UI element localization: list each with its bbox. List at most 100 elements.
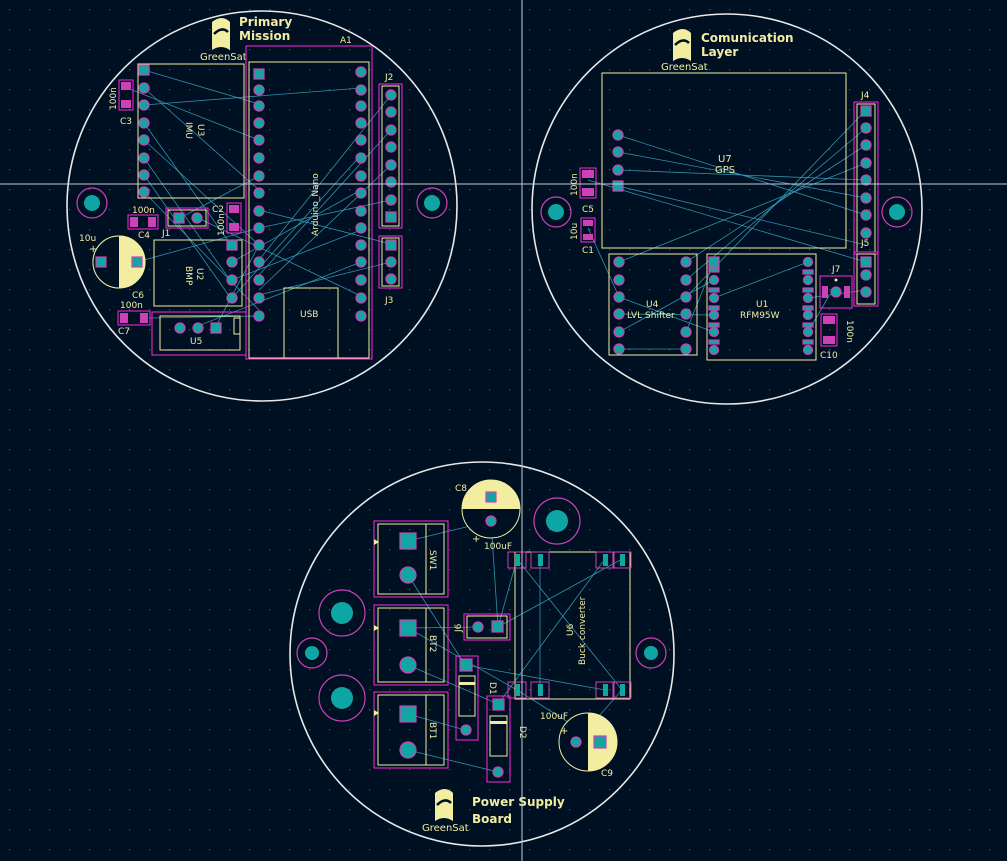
bt2-battery-holder[interactable]: BT2 bbox=[373, 604, 449, 686]
u3-imu-module[interactable]: U3 IMU bbox=[137, 63, 245, 199]
power-mount-hole-right bbox=[635, 637, 667, 669]
d1-diode[interactable]: D1 bbox=[455, 655, 497, 741]
j2-connector[interactable]: J2 bbox=[378, 73, 403, 229]
u7-gps-module[interactable]: U7 GPS bbox=[601, 72, 847, 249]
j6-connector[interactable]: J6 bbox=[454, 613, 511, 641]
comm-logo-text: GreenSat bbox=[661, 62, 708, 73]
u6-buck-converter[interactable]: U6 Buck converter bbox=[507, 551, 632, 700]
comm-title-line2: Layer bbox=[701, 45, 738, 59]
c5-ref: C5 bbox=[582, 205, 594, 215]
u6-ref: U6 bbox=[566, 623, 576, 636]
c6-value: 10u bbox=[79, 234, 96, 244]
c5-capacitor[interactable]: C5 100n bbox=[570, 167, 597, 215]
j5-connector[interactable]: J5 bbox=[853, 239, 879, 307]
c2-capacitor[interactable]: C2 100n bbox=[212, 202, 242, 236]
a1-arduino-nano[interactable]: A1 Arduino_Nano USB bbox=[245, 36, 373, 360]
u4-level-shifter[interactable]: U4 LVL Shifter bbox=[608, 253, 698, 356]
j7-ref: J7 bbox=[831, 265, 840, 275]
j7-connector[interactable]: J7 bbox=[819, 265, 853, 309]
u2-ref: U2 bbox=[194, 268, 204, 280]
bt2-ref: BT2 bbox=[427, 635, 437, 652]
u3-value: IMU bbox=[183, 122, 193, 139]
c6-ref: C6 bbox=[132, 291, 144, 301]
c9-ref: C9 bbox=[601, 769, 613, 779]
u2-value: BMP bbox=[183, 266, 193, 286]
c3-capacitor[interactable]: C3 100n bbox=[109, 79, 134, 127]
d1-ref: D1 bbox=[487, 682, 497, 695]
comm-mount-hole-left bbox=[540, 196, 572, 228]
u1-rfm95w-module[interactable]: U1 RFM95W bbox=[706, 253, 817, 361]
power-standoff-top-left bbox=[318, 589, 366, 637]
greensat-logo bbox=[673, 29, 691, 61]
power-supply-board[interactable]: Power Supply Board GreenSat bbox=[289, 461, 675, 847]
j2-ref: J2 bbox=[384, 73, 393, 83]
greensat-logo bbox=[212, 18, 230, 50]
j3-connector[interactable]: J3 bbox=[378, 235, 403, 306]
u4-value: LVL Shifter bbox=[627, 311, 675, 321]
u1-ref: U1 bbox=[756, 300, 768, 310]
c6-electrolytic-capacitor[interactable]: + 10u C6 bbox=[79, 234, 146, 301]
c4-value: 100n bbox=[132, 206, 155, 216]
power-title-line2: Board bbox=[472, 812, 512, 826]
c10-ref: C10 bbox=[820, 351, 838, 361]
sw1-switch[interactable]: SW1 bbox=[373, 520, 449, 598]
c8-plus: + bbox=[472, 534, 480, 545]
c10-capacitor[interactable]: C10 100n bbox=[820, 313, 854, 361]
j3-ref: J3 bbox=[384, 296, 393, 306]
j5-ref: J5 bbox=[860, 239, 869, 249]
c8-electrolytic-capacitor[interactable]: C8 100uF + bbox=[455, 479, 521, 552]
j1-ref: J1 bbox=[161, 229, 170, 239]
power-standoff-bottom-left bbox=[318, 674, 366, 722]
c3-ref: C3 bbox=[120, 117, 132, 127]
c1-ref: C1 bbox=[582, 246, 594, 256]
u2-bmp-module[interactable]: U2 BMP bbox=[153, 239, 243, 307]
sw1-ref: SW1 bbox=[427, 550, 437, 570]
power-standoff-top-right bbox=[533, 497, 581, 545]
c2-ref: C2 bbox=[212, 205, 224, 215]
c8-value: 100uF bbox=[484, 542, 512, 552]
greensat-logo bbox=[435, 789, 453, 821]
primary-title-line2: Mission bbox=[239, 29, 290, 43]
power-mount-hole-left bbox=[296, 637, 328, 669]
c10-value: 100n bbox=[844, 320, 854, 343]
bt1-battery-holder[interactable]: BT1 bbox=[373, 691, 449, 769]
u7-value: GPS bbox=[715, 165, 735, 176]
c4-capacitor[interactable]: 100n C4 bbox=[127, 206, 159, 241]
power-title-line1: Power Supply bbox=[472, 795, 565, 809]
power-board-outline bbox=[289, 461, 675, 847]
c6-plus: + bbox=[89, 244, 97, 255]
u5-connector[interactable]: U5 bbox=[151, 311, 247, 356]
power-logo-text: GreenSat bbox=[422, 823, 469, 834]
primary-mission-board[interactable]: Primary Mission GreenSat bbox=[66, 10, 458, 402]
c4-ref: C4 bbox=[138, 231, 150, 241]
comm-board-outline bbox=[531, 13, 923, 405]
j6-ref: J6 bbox=[454, 623, 464, 633]
c7-ref: C7 bbox=[118, 327, 130, 337]
c7-value: 100n bbox=[120, 301, 143, 311]
c3-value: 100n bbox=[109, 87, 119, 110]
c7-capacitor[interactable]: 100n C7 bbox=[117, 301, 151, 337]
a1-ref: A1 bbox=[340, 36, 352, 46]
c9-electrolytic-capacitor[interactable]: 100uF + C9 bbox=[540, 712, 618, 779]
u5-ref: U5 bbox=[190, 337, 202, 347]
j1-connector[interactable]: J1 bbox=[161, 207, 209, 239]
primary-mount-hole-right bbox=[416, 187, 448, 219]
communication-layer-board[interactable]: Comunication Layer GreenSat bbox=[531, 13, 923, 405]
primary-mount-hole-left bbox=[76, 187, 108, 219]
c9-plus: + bbox=[560, 726, 568, 737]
u3-ref: U3 bbox=[195, 124, 205, 136]
u1-value: RFM95W bbox=[740, 311, 780, 321]
u4-ref: U4 bbox=[646, 300, 659, 310]
c1-capacitor[interactable]: C1 10u bbox=[570, 217, 596, 256]
a1-value: Arduino_Nano bbox=[311, 173, 321, 236]
primary-board-outline bbox=[66, 10, 458, 402]
comm-title-line1: Comunication bbox=[701, 31, 794, 45]
c5-value: 100n bbox=[570, 173, 580, 196]
u7-ref: U7 bbox=[718, 154, 732, 165]
bt1-ref: BT1 bbox=[427, 722, 437, 739]
c1-value: 10u bbox=[570, 223, 580, 240]
c9-value: 100uF bbox=[540, 712, 568, 722]
j4-ref: J4 bbox=[860, 91, 870, 101]
primary-logo-text: GreenSat bbox=[200, 52, 247, 63]
